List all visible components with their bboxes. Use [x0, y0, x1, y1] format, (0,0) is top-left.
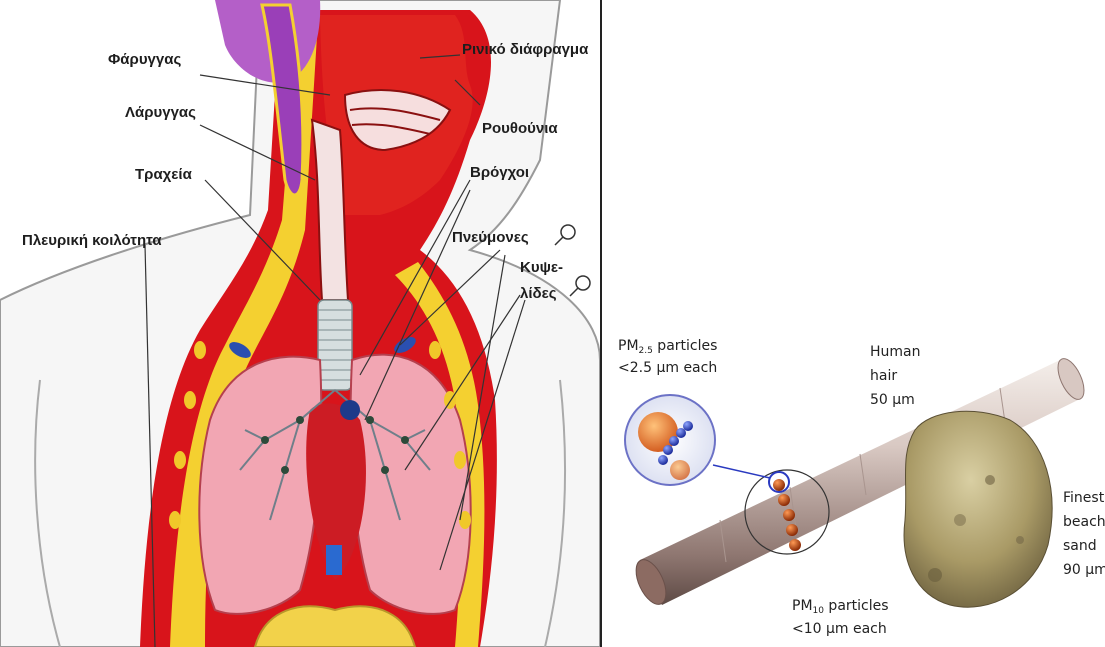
label-sand-line1: Finest [1063, 490, 1105, 506]
particle-size-illustration: PM2.5 particles <2.5 µm each Human hair … [618, 338, 1105, 637]
label-alveoli-line2: λίδες [520, 285, 557, 302]
label-lungs: Πνεύμονες [452, 229, 529, 246]
label-larynx: Λάρυγγας [125, 104, 196, 121]
label-sand-line2: beach [1063, 514, 1105, 530]
label-hair-size: 50 µm [870, 392, 915, 408]
aortic-node [340, 400, 360, 420]
pm25-magnified-view [625, 395, 715, 485]
beach-sand-grain [904, 411, 1052, 607]
label-nasal-septum: Ρινικό διάφραγμα [462, 41, 589, 58]
label-alveoli-line1: Κυψε- [520, 259, 563, 276]
respiratory-anatomy-illustration: Ρινικό διάφραγμα Φάρυγγας Ρουθούνια Λάρυ… [0, 0, 600, 647]
label-pm10-title: PM10 particles [792, 598, 889, 616]
magnifier-icon-lungs [555, 225, 575, 245]
magnifier-icon-alveoli [570, 276, 590, 296]
label-pm10-size: <10 µm each [792, 621, 887, 637]
label-hair-line1: Human [870, 344, 921, 360]
label-pleural-cavity: Πλευρική κοιλότητα [22, 232, 162, 249]
label-sand-line3: sand [1063, 538, 1097, 554]
label-sand-size: 90 µm [1063, 562, 1105, 578]
label-pm25-title: PM2.5 particles [618, 338, 717, 356]
label-trachea: Τραχεία [135, 166, 193, 183]
label-pharynx: Φάρυγγας [108, 51, 181, 68]
label-pm25-size: <2.5 µm each [618, 360, 717, 376]
label-hair-line2: hair [870, 368, 897, 384]
label-bronchi: Βρόγχοι [470, 164, 529, 181]
trachea-rings [318, 300, 352, 390]
label-nostrils: Ρουθούνια [482, 120, 558, 137]
